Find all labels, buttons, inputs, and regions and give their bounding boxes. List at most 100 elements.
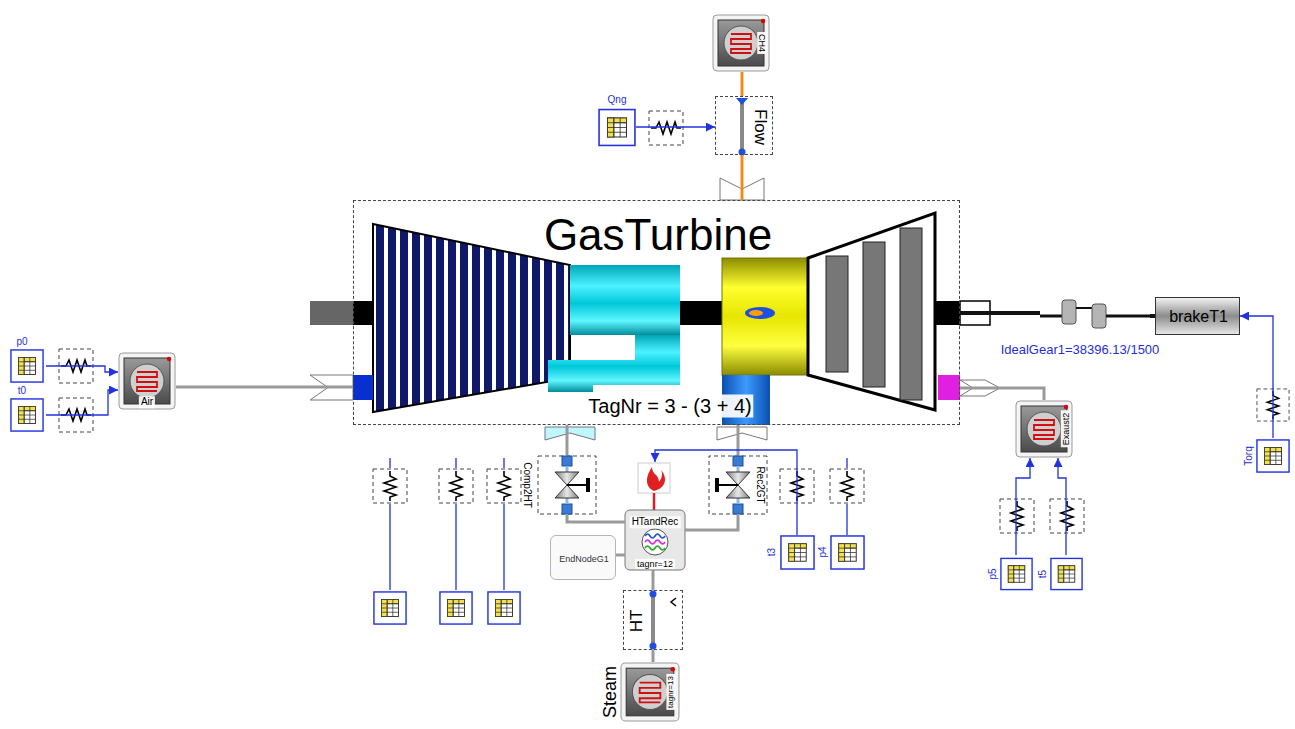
flow-block-icon xyxy=(736,98,748,105)
turbine xyxy=(900,228,922,400)
filter-blocks xyxy=(439,469,473,503)
source-icons xyxy=(1016,401,1072,457)
air-source: Air xyxy=(118,352,176,410)
fluid-pipe xyxy=(685,515,738,530)
node-label: IdealGear1=38396.13/1500 xyxy=(1001,343,1160,358)
heat-exchanger-icon xyxy=(645,534,665,538)
air-inlet-port xyxy=(353,375,373,400)
heat-exchanger-icon xyxy=(625,510,685,570)
node-label: t0 xyxy=(18,385,26,397)
table-icons xyxy=(488,592,520,624)
node-label: tagnr=12 xyxy=(635,559,675,569)
filter-blocks xyxy=(59,111,1289,533)
valve: Rec2GT xyxy=(708,455,768,515)
signal-line xyxy=(636,126,715,127)
node-label: Air xyxy=(139,396,155,408)
combustor xyxy=(717,427,767,440)
node-label: p0 xyxy=(16,336,27,348)
combustor xyxy=(722,258,808,375)
ht-pipe-icon xyxy=(650,643,657,650)
t0-table: t0 xyxy=(8,398,46,432)
valve-icons xyxy=(709,456,767,514)
unconnected-signal-wires xyxy=(455,458,456,590)
ch4-source: CH4 xyxy=(712,14,770,72)
fluid-pipe xyxy=(176,386,353,389)
table-icons xyxy=(11,110,1289,625)
combustor xyxy=(745,307,775,319)
table-icons xyxy=(11,350,43,382)
unconnected-signal-wires xyxy=(503,458,504,590)
turbine xyxy=(826,256,848,372)
fuel-pipe xyxy=(741,155,744,200)
unconnected-signal-wires xyxy=(389,458,390,590)
filter-blocks xyxy=(1050,499,1084,533)
source-icons xyxy=(713,15,769,71)
node-label: p5 xyxy=(987,568,999,579)
node-label: Steam xyxy=(600,666,621,718)
filter-blocks xyxy=(649,111,683,145)
flow-block-icon xyxy=(740,100,744,152)
node-label: Comp2HT xyxy=(521,462,533,508)
gear-symbol xyxy=(1040,300,1150,328)
signal-line xyxy=(46,390,118,415)
compressor-outlet-duct xyxy=(548,335,680,392)
table-icons xyxy=(440,592,472,624)
fluid-pipe xyxy=(652,650,655,662)
node-label: t5 xyxy=(1037,570,1049,578)
signal-line xyxy=(46,366,118,372)
t5-table: t5 xyxy=(1050,555,1083,593)
signal-line xyxy=(1240,316,1273,438)
table-icons xyxy=(1001,558,1032,589)
gear-symbol xyxy=(1062,300,1076,324)
turbine-shaft xyxy=(310,301,353,325)
node-label: brakeT1 xyxy=(1169,308,1228,326)
turbine xyxy=(808,213,935,410)
fuel-pipe xyxy=(741,72,744,96)
t3-table: t3 xyxy=(780,535,815,570)
compressor-outlet-duct xyxy=(570,265,680,335)
node-label: Torq xyxy=(1243,446,1255,465)
fluid-pipe xyxy=(566,425,569,455)
signal-line xyxy=(1058,458,1066,555)
p5-table: p5 xyxy=(1000,555,1033,593)
combustor xyxy=(749,310,763,316)
fluid-pipe xyxy=(652,570,655,590)
node-label: Rec2GT xyxy=(754,466,766,503)
valve: Comp2HT xyxy=(537,455,597,515)
gear-symbol xyxy=(1040,315,1062,318)
heat-exchanger-icon xyxy=(653,493,656,510)
flow-block-icon xyxy=(736,98,748,156)
table-icons xyxy=(1051,558,1082,589)
heat-exchanger-icon xyxy=(638,463,670,493)
valve-icons xyxy=(538,456,767,514)
fluid-pipe xyxy=(616,554,625,557)
brake-block: brakeT1 xyxy=(1155,297,1240,335)
filter-blocks xyxy=(830,469,864,503)
p0-table: p0 xyxy=(8,349,46,383)
filter-blocks xyxy=(373,469,407,503)
end-node: EndNodeG1 xyxy=(550,535,616,580)
node-label: Qng xyxy=(608,94,627,106)
heat-exchanger: HTandRectagnr=12 xyxy=(625,462,685,570)
flow-block: Flow xyxy=(715,96,773,155)
source-icons xyxy=(119,15,1072,721)
valve-icons xyxy=(538,456,596,514)
signal-line xyxy=(1016,458,1030,555)
gas-turbine-housing: GasTurbineTagNr = 3 - (3 + 4) xyxy=(353,200,960,425)
compressor xyxy=(373,224,570,412)
unconnected-signal-wires xyxy=(390,458,847,590)
unconnected-signal-wires xyxy=(846,458,847,535)
ideal-gear: IdealGear1=38396.13/1500 xyxy=(1040,298,1150,334)
filter-blocks xyxy=(1000,499,1034,533)
fluid-pipe xyxy=(960,388,1044,400)
table-icons xyxy=(831,536,864,569)
source-icons xyxy=(621,663,679,721)
ht-pipe-icon xyxy=(671,598,676,606)
gear-symbol xyxy=(1092,304,1106,328)
node-label: Exaust2 xyxy=(1061,411,1071,448)
steam-source: Steamtagnr=13 xyxy=(620,662,680,722)
compressor xyxy=(373,224,570,412)
